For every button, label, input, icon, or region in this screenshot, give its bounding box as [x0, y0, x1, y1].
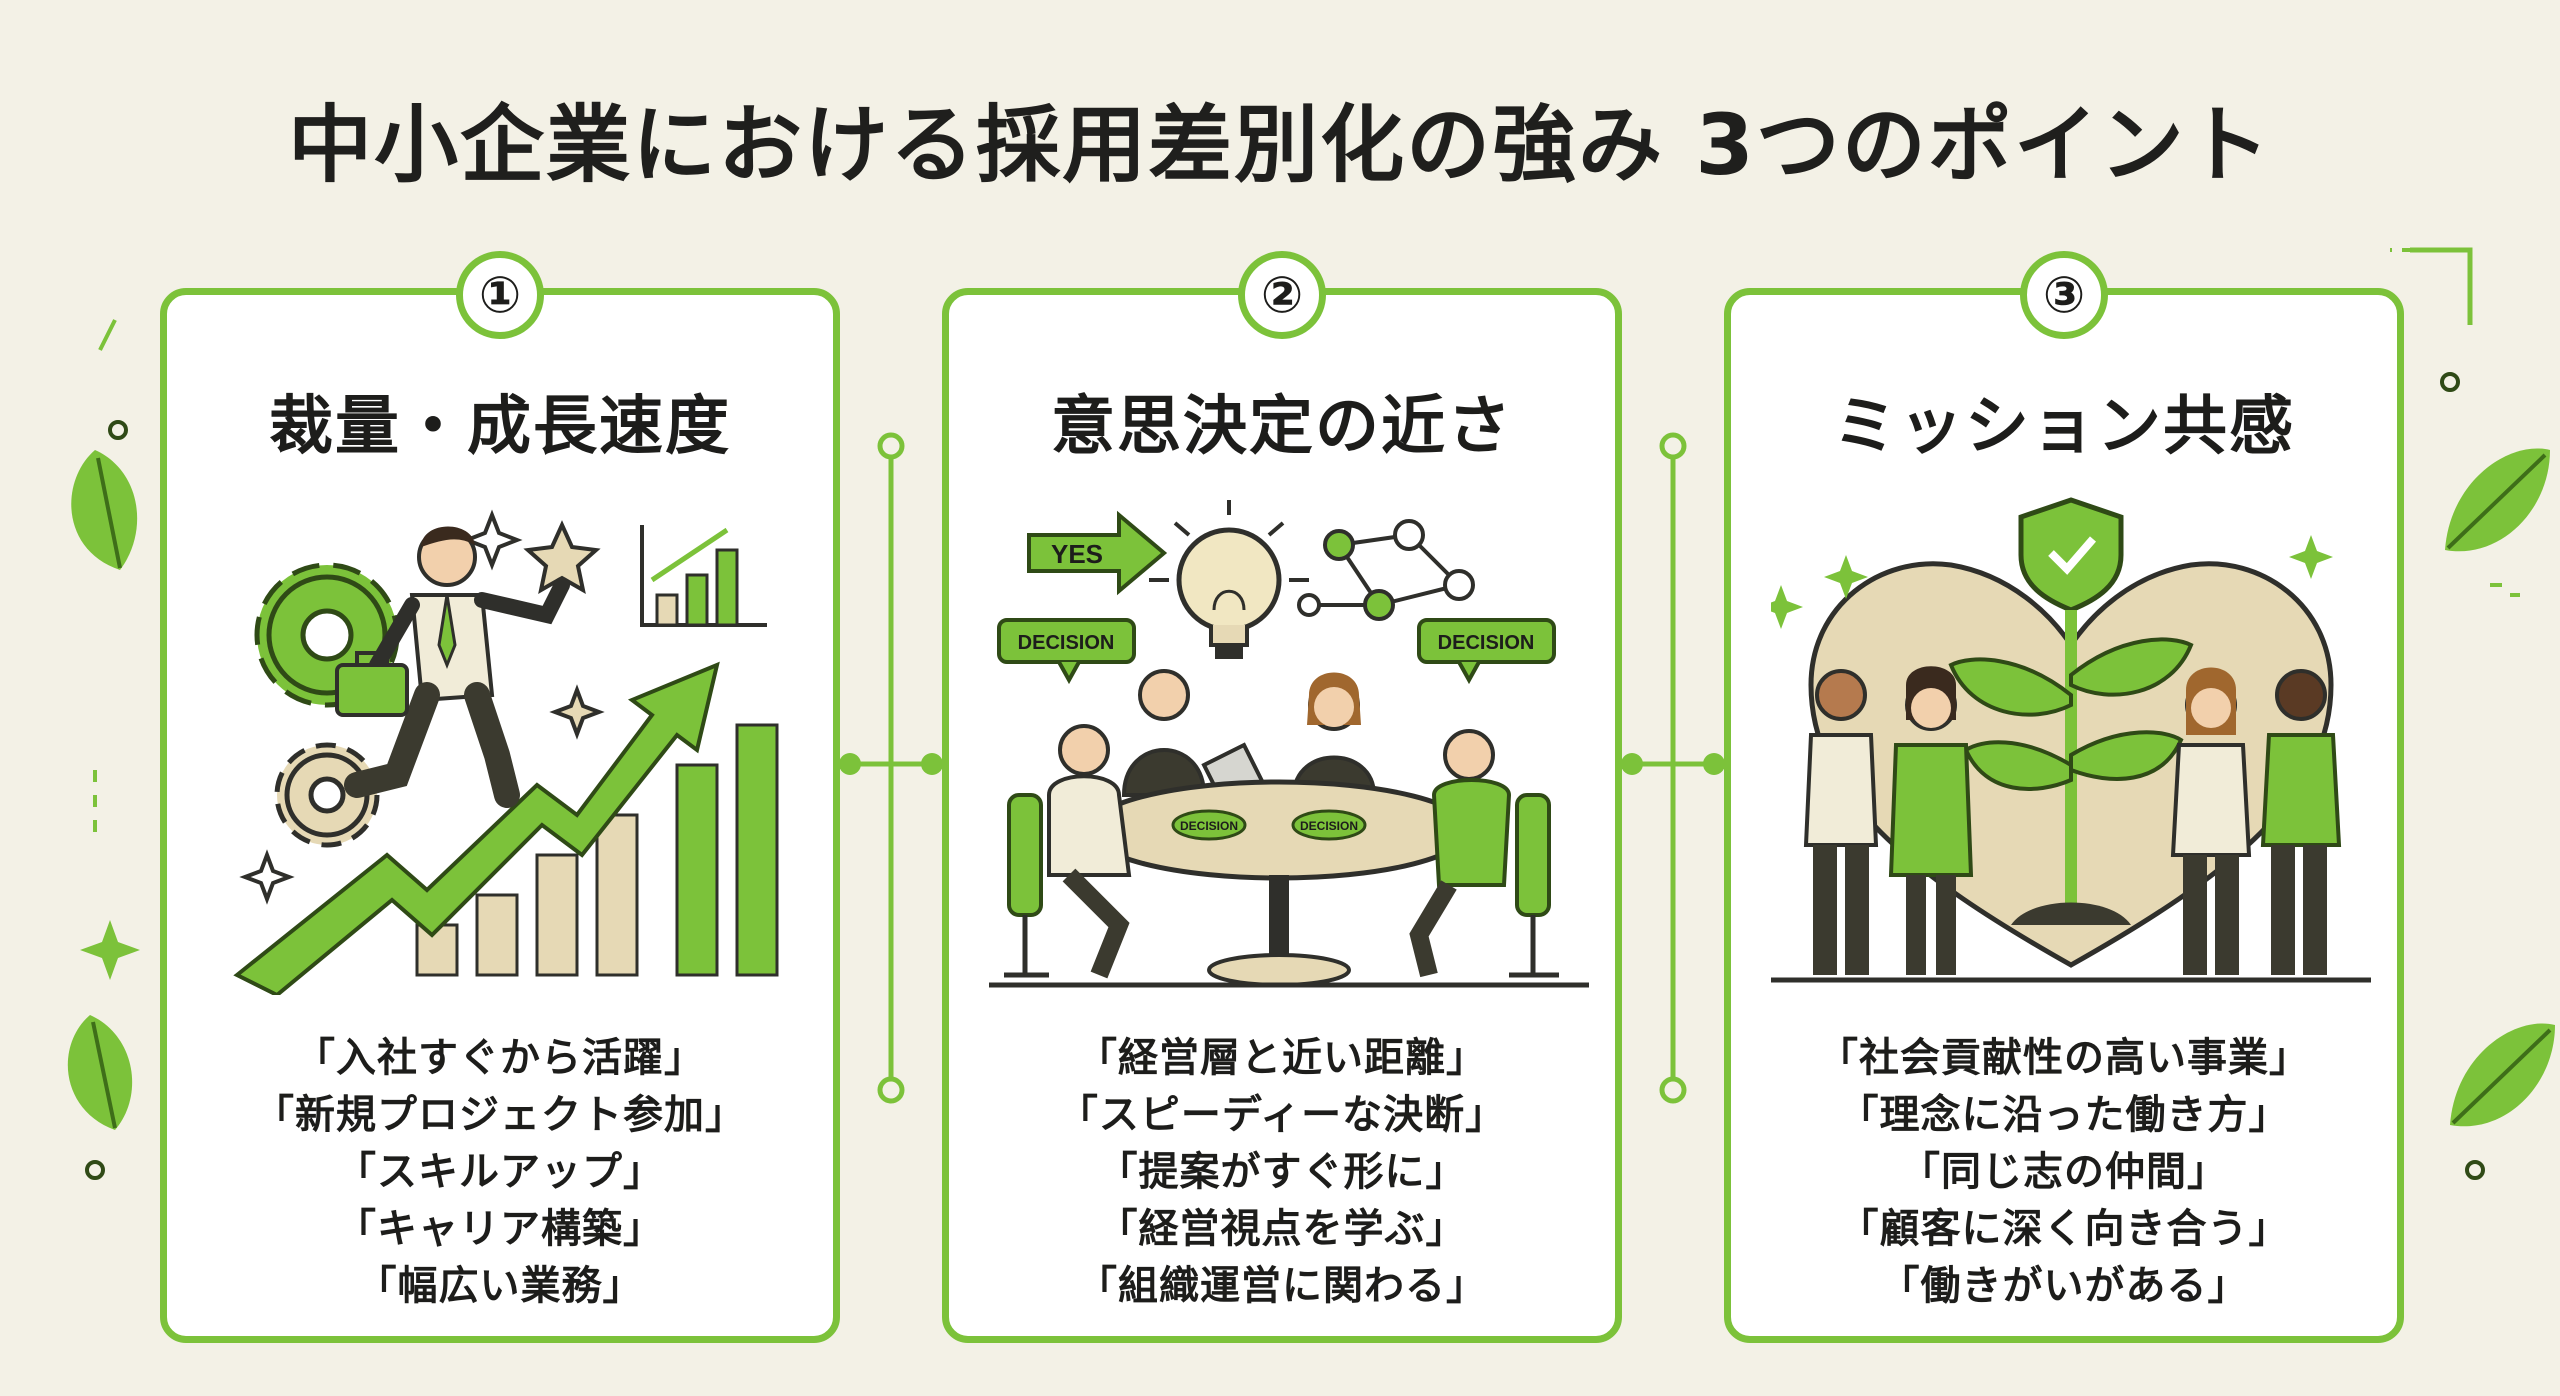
leaf-icon [67, 1015, 133, 1130]
left-leaf-decorations [67, 319, 140, 1180]
card-title: 裁量・成長速度 [269, 390, 731, 464]
sparkle-icon [461, 509, 523, 571]
card-title: 意思決定の近さ [1051, 390, 1513, 464]
list-item: 「キャリア構築」 [336, 1206, 664, 1252]
list-item: 「提案がすぐ形に」 [1097, 1149, 1467, 1195]
leaf-icon [2445, 448, 2550, 552]
decision-bubble: DECISION [997, 618, 1136, 685]
sparkle-icon [1771, 585, 1803, 629]
right-leaf-decorations [2390, 247, 2555, 1180]
point-card-2: ② 意思決定の近さ YES DECISION DECISION [942, 251, 1622, 1343]
leaf-icon [2450, 1023, 2555, 1127]
sparkle-icon [2289, 535, 2333, 579]
list-item: 「経営視点を学ぶ」 [1097, 1206, 1467, 1252]
people-icon [1803, 666, 2342, 975]
card-title: ミッション共感 [1833, 390, 2295, 464]
connector-1-2 [840, 432, 942, 1104]
dot-icon [108, 420, 128, 440]
list-item: 「同じ志の仲間」 [1900, 1149, 2228, 1195]
dot-icon [2440, 372, 2460, 392]
meeting-table-icon: DECISION DECISION [1086, 779, 1472, 987]
point-card-1: ① 裁量・成長速度 [160, 251, 840, 1343]
card-number-badge: ② [1238, 251, 1326, 339]
decision-label: DECISION [1438, 632, 1535, 654]
lightbulb-icon [1149, 500, 1309, 659]
network-icon [1297, 519, 1475, 621]
point-list: 「経営層と近い距離」 「スピーディーな決断」 「提案がすぐ形に」 「経営視点を学… [949, 1030, 1615, 1315]
sparkle-icon [239, 849, 295, 905]
person-icon [1047, 724, 1132, 979]
yes-label: YES [1051, 539, 1103, 569]
sparkle-icon [1824, 555, 1868, 599]
person-icon [1121, 669, 1207, 797]
person-icon [1291, 672, 1377, 797]
chair-icon [1004, 793, 1049, 978]
person-icon [1409, 729, 1512, 978]
connector-2-3 [1622, 432, 1724, 1104]
list-item: 「顧客に深く向き合う」 [1838, 1206, 2290, 1252]
growth-illustration [233, 509, 779, 995]
list-item: 「社会貢献性の高い事業」 [1818, 1035, 2310, 1081]
list-item: 「幅広い業務」 [356, 1263, 644, 1309]
card-number-badge: ③ [2020, 251, 2108, 339]
bar-chart-icon [415, 723, 779, 977]
list-item: 「働きがいがある」 [1879, 1263, 2249, 1309]
point-list: 「入社すぐから活躍」 「新規プロジェクト参加」 「スキルアップ」 「キャリア構築… [167, 1030, 833, 1315]
point-card-3: ③ ミッション共感 [1724, 251, 2404, 1343]
list-item: 「新規プロジェクト参加」 [254, 1092, 746, 1138]
yes-arrow-icon: YES [1027, 510, 1168, 596]
list-item: 「スキルアップ」 [336, 1149, 664, 1195]
meeting-illustration: YES DECISION DECISION [989, 500, 1589, 988]
point-list: 「社会貢献性の高い事業」 「理念に沿った働き方」 「同じ志の仲間」 「顧客に深く… [1731, 1030, 2397, 1315]
list-item: 「入社すぐから活躍」 [295, 1035, 705, 1081]
leaf-icon [71, 450, 138, 570]
person-icon [344, 526, 570, 808]
decision-label: DECISION [1018, 632, 1115, 654]
plant-icon [1948, 610, 2194, 925]
card-number-badge: ① [456, 251, 544, 339]
decision-label: DECISION [1300, 819, 1358, 833]
bar-chart-icon [640, 525, 767, 627]
sparkle-icon [80, 920, 140, 980]
mission-illustration [1771, 497, 2371, 983]
list-item: 「スピーディーな決断」 [1057, 1092, 1507, 1138]
decision-bubble: DECISION [1417, 618, 1556, 685]
page-title: 中小企業における採用差別化の強み 3つのポイント [288, 96, 2272, 194]
briefcase-icon [335, 651, 409, 717]
list-item: 「組織運営に関わる」 [1077, 1263, 1487, 1309]
sparkle-icon [549, 684, 605, 740]
dot-icon [85, 1160, 105, 1180]
decision-label: DECISION [1180, 819, 1238, 833]
shield-check-icon [2018, 497, 2124, 613]
list-item: 「理念に沿った働き方」 [1838, 1092, 2290, 1138]
chair-icon [1509, 793, 1559, 978]
dot-icon [2465, 1160, 2485, 1180]
growth-arrow-icon [233, 661, 720, 995]
list-item: 「経営層と近い距離」 [1077, 1035, 1487, 1081]
